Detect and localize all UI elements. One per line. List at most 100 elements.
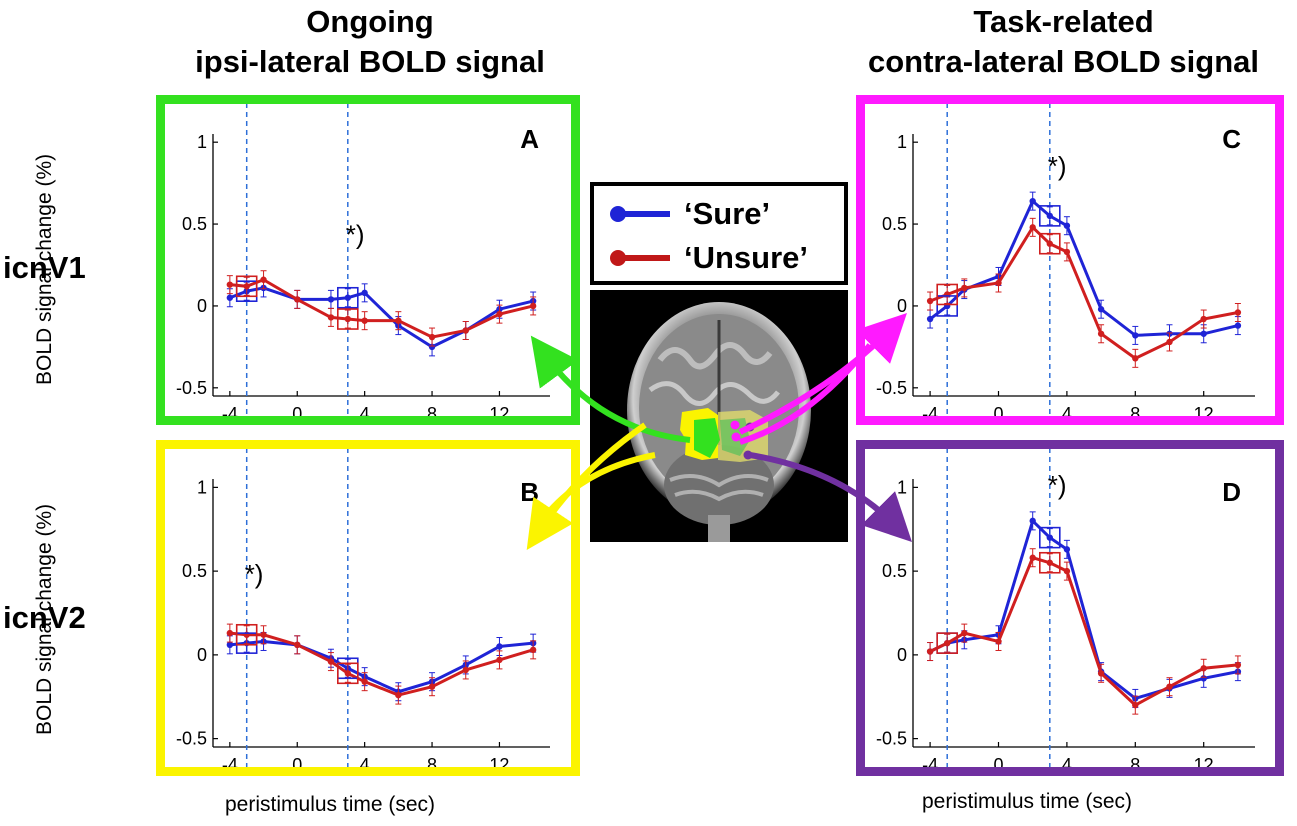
x-tick-label: -4: [922, 755, 938, 767]
significance-annotation: *): [245, 559, 264, 589]
data-point-unsure: [961, 284, 968, 292]
highlight-box-unsure: [1039, 232, 1061, 255]
series-line-sure: [229, 639, 534, 694]
x-axis-label-left: peristimulus time (sec): [225, 793, 436, 816]
data-point-unsure: [529, 646, 537, 654]
series-line-sure: [929, 198, 1239, 337]
data-point-sure: [361, 289, 368, 297]
data-point-unsure: [995, 638, 1002, 645]
y-tick-label: 0: [897, 296, 907, 316]
data-point-unsure: [361, 317, 368, 324]
data-point-unsure: [260, 631, 267, 638]
x-tick-label: 8: [1130, 404, 1140, 416]
y-axis-label-top: BOLD signal change (%): [33, 153, 56, 385]
legend-swatch-unsure: [610, 250, 670, 266]
y-tick-label: 1: [897, 477, 907, 497]
data-point-unsure: [926, 297, 934, 305]
brain-mri-image: [590, 290, 848, 542]
brain-mri-drawing: [627, 302, 811, 542]
legend-item-unsure: ‘Unsure’: [610, 238, 808, 278]
left-column-title: Ongoing ipsi-lateral BOLD signal: [140, 2, 600, 82]
x-tick-label: 4: [360, 404, 370, 416]
data-point-unsure: [1046, 240, 1053, 247]
x-tick-label: -4: [222, 755, 238, 767]
data-point-unsure: [395, 691, 402, 699]
data-point-sure: [1029, 197, 1036, 205]
data-point-unsure: [1132, 701, 1139, 709]
x-tick-label: 12: [1194, 755, 1214, 767]
row-label-top: icnV1: [3, 250, 86, 285]
data-point-unsure: [1166, 338, 1173, 346]
data-point-unsure: [1234, 661, 1242, 669]
data-point-unsure: [1097, 330, 1105, 337]
data-point-sure: [226, 294, 234, 301]
data-point-unsure: [529, 302, 537, 310]
data-point-unsure: [496, 310, 503, 318]
data-point-unsure: [944, 639, 951, 647]
highlight-box-unsure: [235, 623, 258, 646]
right-column-title-line1: Task-related: [973, 4, 1154, 39]
data-point-sure: [496, 643, 503, 650]
data-point-unsure: [462, 666, 469, 674]
data-point-sure: [226, 641, 234, 649]
data-point-sure: [1063, 222, 1071, 229]
data-point-unsure: [1063, 248, 1071, 256]
row-label-bottom: icnV2: [3, 600, 86, 635]
data-point-unsure: [260, 276, 267, 283]
data-point-sure: [1132, 332, 1139, 339]
data-point-unsure: [1046, 559, 1053, 566]
series-line-unsure: [929, 555, 1239, 707]
data-point-unsure: [1166, 683, 1173, 690]
data-point-unsure: [1200, 315, 1207, 323]
data-point-sure: [1200, 675, 1207, 682]
y-axis-label-bottom: BOLD signal change (%): [33, 503, 56, 735]
highlight-box-unsure: [1039, 551, 1061, 574]
data-point-unsure: [428, 333, 436, 341]
y-tick-label: 0.5: [182, 214, 207, 234]
y-tick-label: -0.5: [176, 378, 207, 398]
x-tick-label: 4: [360, 755, 370, 767]
x-axis-label-right: peristimulus time (sec): [922, 790, 1133, 813]
x-tick-label: 0: [993, 404, 1003, 416]
data-point-unsure: [995, 279, 1002, 287]
highlight-box-sure: [1039, 205, 1061, 227]
x-tick-label: 12: [489, 755, 509, 767]
y-tick-label: 0.5: [182, 561, 207, 581]
data-point-unsure: [294, 296, 301, 303]
legend-item-sure: ‘Sure’: [610, 194, 770, 234]
significance-annotation: *): [346, 220, 365, 250]
data-point-unsure: [1029, 554, 1036, 561]
panel-label-a: A: [520, 124, 539, 154]
x-tick-label: 0: [993, 755, 1003, 767]
data-point-sure: [926, 315, 934, 323]
y-tick-label: 0: [897, 645, 907, 665]
highlight-box-unsure: [337, 662, 359, 685]
y-tick-label: -0.5: [176, 729, 207, 749]
left-column-title-line1: Ongoing: [306, 4, 434, 39]
data-point-unsure: [1029, 224, 1036, 231]
data-point-unsure: [344, 670, 351, 677]
x-tick-label: 8: [1130, 755, 1140, 767]
data-point-sure: [1046, 534, 1053, 541]
data-point-sure: [1200, 330, 1207, 337]
data-point-unsure: [226, 629, 234, 637]
highlight-box-unsure: [936, 283, 958, 306]
x-tick-label: 8: [427, 755, 437, 767]
data-point-sure: [1046, 212, 1053, 220]
legend-swatch-sure: [610, 206, 670, 222]
x-tick-label: 12: [1194, 404, 1214, 416]
y-tick-label: 0.5: [882, 214, 907, 234]
x-tick-label: -4: [922, 404, 938, 416]
highlight-box-sure: [936, 295, 958, 317]
significance-annotation: *): [1048, 470, 1067, 500]
data-point-unsure: [961, 629, 968, 637]
data-point-sure: [327, 296, 335, 303]
y-tick-label: -0.5: [876, 729, 907, 749]
data-point-unsure: [1132, 355, 1139, 362]
